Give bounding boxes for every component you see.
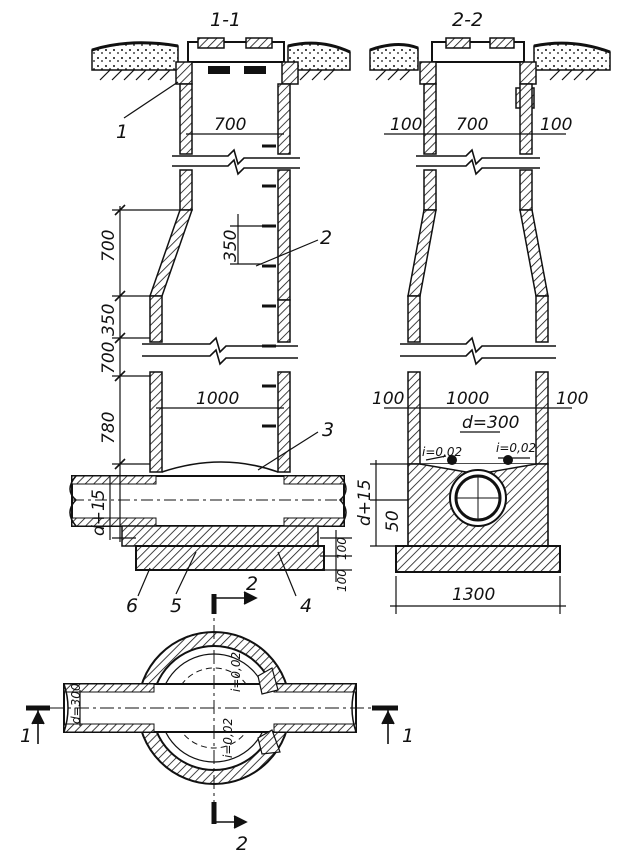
dim-50: 50 (383, 510, 403, 532)
neck-wall-left-1 (179, 83, 193, 155)
cut-label-top: 2 (246, 573, 258, 595)
section-1-1 (69, 37, 352, 597)
plan-slope-2: i=0,02 (221, 718, 235, 758)
dim-1300: 1300 (452, 585, 495, 605)
dim-h-700-top: 700 (99, 230, 119, 262)
base-slab-1 (121, 525, 319, 547)
plan-slope-1: i=0,02 (229, 652, 243, 692)
dim-100-right: 100 (540, 115, 572, 135)
tray-1 (161, 461, 279, 473)
callout-5: 5 (170, 595, 182, 617)
plan-d-300: d=300 (69, 683, 83, 724)
plan-view (26, 591, 398, 829)
neck-wall-right-1 (277, 83, 291, 155)
dim-100-base-a: 100 (335, 537, 349, 560)
cut-label-bottom: 2 (236, 833, 248, 855)
title-section-2-2: 2-2 (452, 9, 483, 31)
dim-100-base-b: 100 (335, 569, 349, 592)
title-section-1-1: 1-1 (210, 9, 241, 31)
chamber-wall-right-1 (277, 299, 291, 343)
dim-d-300: d=300 (462, 413, 519, 433)
callout-3: 3 (322, 419, 334, 441)
dim-700-neck-1: 700 (214, 115, 246, 135)
dim-h-780: 780 (99, 412, 119, 444)
dim-100-right-chamber: 100 (556, 389, 588, 409)
footing-1 (135, 545, 325, 571)
dim-h-350: 350 (99, 304, 119, 336)
dim-100-left-chamber: 100 (372, 389, 404, 409)
dim-h-700: 700 (99, 342, 119, 374)
dim-100-left: 100 (390, 115, 422, 135)
cut-label-left: 1 (20, 725, 32, 747)
dim-1000-chamber-2: 1000 (446, 389, 489, 409)
section-2-2 (369, 37, 611, 614)
dim-700-neck-2: 700 (456, 115, 488, 135)
slope-right: i=0,02 (496, 441, 536, 455)
dim-d15-2: d+15 (355, 479, 375, 526)
callout-6: 6 (126, 595, 138, 617)
cone-wall-1 (148, 209, 194, 297)
slope-left: i=0,02 (422, 445, 462, 459)
dim-h-350-step: 350 (221, 230, 241, 262)
cut-label-right: 1 (402, 725, 414, 747)
chamber-wall-left-1 (149, 295, 163, 343)
dim-d15-1: d+15 (89, 489, 109, 536)
ladder-steps-1 (262, 144, 276, 428)
callout-1: 1 (116, 121, 128, 143)
dim-1000-chamber-1: 1000 (196, 389, 239, 409)
callout-2: 2 (320, 227, 332, 249)
callout-4: 4 (300, 595, 312, 617)
